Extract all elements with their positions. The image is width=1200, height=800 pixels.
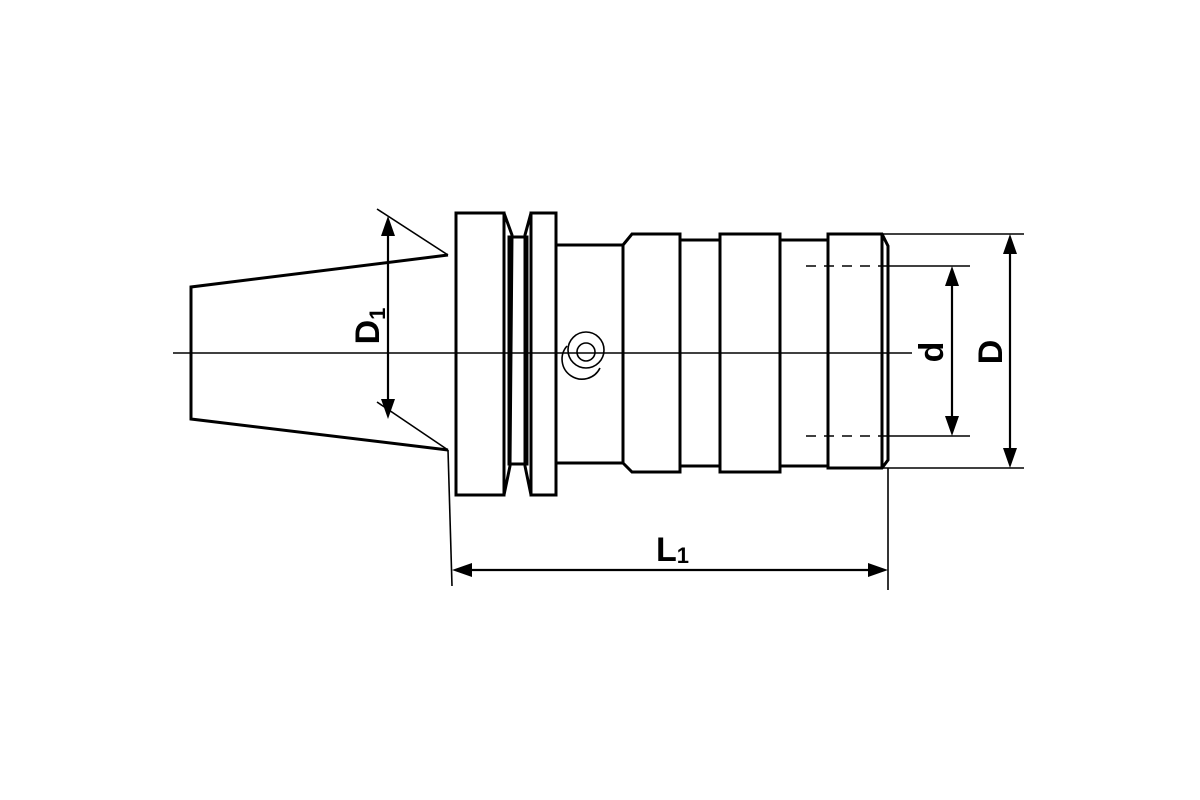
svg-text:D1: D1 [349,308,390,345]
drive-key-icon [561,331,605,380]
d1-extension-line-top [376,208,449,256]
flange [454,211,558,497]
outer-d-dimension-arrow [1003,234,1017,468]
outer-d-label: D [972,340,1010,365]
d1-dimension-arrow [381,216,395,419]
l1-extension-line-left [447,449,453,587]
taper-shank [189,253,449,452]
l1-label: L1 [656,531,689,569]
svg-text:d: d [913,342,951,363]
svg-text:L1: L1 [656,531,689,569]
d-dimension-arrow [945,266,959,436]
svg-text:D: D [972,340,1010,365]
d-label: d [913,342,951,363]
d1-label: D1 [349,308,390,345]
body-neck [556,243,625,465]
l1-dimension-arrow [452,563,888,577]
